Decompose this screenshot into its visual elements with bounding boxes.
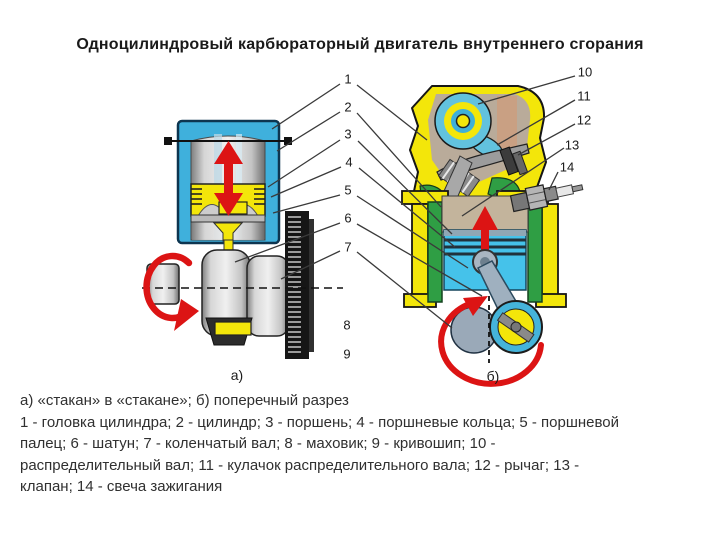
callout-1: 1 <box>344 71 352 87</box>
callout-5: 5 <box>344 182 352 198</box>
caption-line-4: распределительный вал; 11 - кулачок расп… <box>20 456 580 474</box>
callout-13: 13 <box>564 137 580 153</box>
rotation-arrow-a <box>143 252 199 331</box>
callout-6: 6 <box>344 210 352 226</box>
callout-8: 8 <box>343 317 351 333</box>
callout-3: 3 <box>344 126 352 142</box>
callout-4: 4 <box>345 154 353 170</box>
cylinder-head-line <box>164 137 292 145</box>
diagram-b <box>401 85 584 387</box>
callout-12: 12 <box>576 112 592 128</box>
callout-14: 14 <box>559 159 575 175</box>
liner-right <box>527 201 543 303</box>
callout-11: 11 <box>577 88 591 104</box>
crank-disc <box>489 300 543 354</box>
diagram-a <box>142 119 343 359</box>
callout-9: 9 <box>343 346 351 362</box>
crankshaft-a <box>146 239 290 346</box>
caption-line-2: 1 - головка цилиндра; 2 - цилиндр; 3 - п… <box>20 413 620 431</box>
figure-caption: а) «стакан» в «стакане»; б) поперечный р… <box>20 390 715 498</box>
valve-adjuster <box>499 146 529 176</box>
callout-7: 7 <box>344 239 352 255</box>
sublabel-b: б) <box>486 368 500 384</box>
caption-line-1: а) «стакан» в «стакане»; б) поперечный р… <box>20 392 349 409</box>
callout-2: 2 <box>344 99 352 115</box>
camshaft <box>434 92 505 159</box>
flywheel <box>285 211 314 359</box>
sublabel-a: а) <box>230 367 244 383</box>
caption-line-3: палец; 6 - шатун; 7 - коленчатый вал; 8 … <box>20 435 496 452</box>
pushrod-gallery <box>497 96 517 148</box>
caption-line-5: клапан; 14 - свеча зажигания <box>20 478 223 495</box>
piston-stroke-arrow <box>214 141 243 216</box>
spark-plug <box>509 184 584 213</box>
callout-10: 10 <box>577 64 593 80</box>
rotation-arrow-b <box>438 296 544 387</box>
leader-lines <box>234 75 576 329</box>
piston-up-arrow <box>472 206 498 262</box>
page-title: Одноцилиндровый карбюраторный двигатель … <box>76 36 644 53</box>
